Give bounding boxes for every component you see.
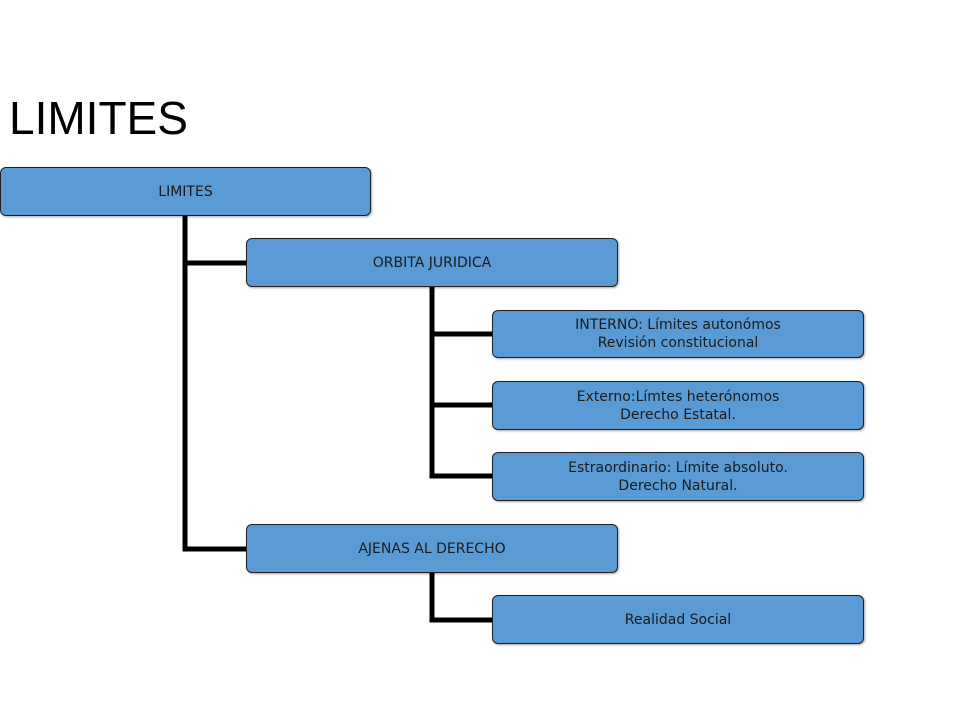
connector-orbita-externo <box>429 284 495 408</box>
node-orbita-juridica: ORBITA JURIDICA <box>246 238 618 287</box>
slide-title: LIMITES <box>9 92 188 144</box>
connector-orbita-estraordinario <box>429 284 495 479</box>
node-realidad-social: Realidad Social <box>492 595 864 644</box>
connector-root-ajenas <box>182 213 249 552</box>
node-orbita-juridica-label: ORBITA JURIDICA <box>372 254 492 271</box>
node-estraordinario-label: Estraordinario: Límite absoluto. Derecho… <box>568 459 788 494</box>
node-limites: LIMITES <box>0 167 371 216</box>
node-externo-label: Externo:Límtes heterónomos Derecho Estat… <box>576 388 780 423</box>
node-limites-label: LIMITES <box>158 183 213 200</box>
connector-orbita-interno <box>429 284 495 337</box>
connector-root-orbita <box>182 213 249 266</box>
node-ajenas-al-derecho: AJENAS AL DERECHO <box>246 524 618 573</box>
node-interno: INTERNO: Límites autonómos Revisión cons… <box>492 310 864 358</box>
node-interno-label: INTERNO: Límites autonómos Revisión cons… <box>575 317 781 351</box>
node-externo: Externo:Límtes heterónomos Derecho Estat… <box>492 381 864 430</box>
node-estraordinario: Estraordinario: Límite absoluto. Derecho… <box>492 452 864 501</box>
connector-ajenas-realidad <box>429 570 495 623</box>
node-ajenas-al-derecho-label: AJENAS AL DERECHO <box>358 540 506 557</box>
node-realidad-social-label: Realidad Social <box>624 611 732 628</box>
